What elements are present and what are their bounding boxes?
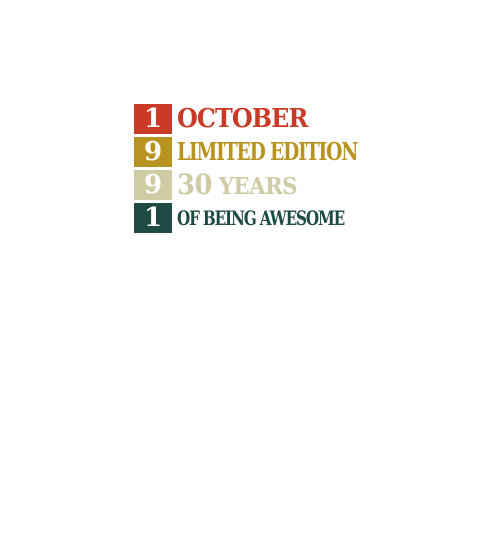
row-october: 1 OCTOBER [134,104,344,134]
limited-edition-text: LIMITED EDITION [177,137,358,166]
row-awesome: 1 OF BEING AWESOME [134,203,345,233]
years-number: 30 [177,168,212,201]
digit-box-2: 9 [134,137,172,167]
month-text: OCTOBER [177,104,308,134]
row-years: 9 30 YEARS [134,170,344,200]
years-text: 30 YEARS [177,168,298,201]
vintage-birthday-design: 1 OCTOBER 9 LIMITED EDITION 9 30 YEARS 1… [134,104,358,236]
awesome-text: OF BEING AWESOME [177,206,345,230]
row-limited-edition: 9 LIMITED EDITION [134,137,358,167]
digit-box-4: 1 [134,203,172,233]
digit-box-3: 9 [134,170,172,200]
digit-box-1: 1 [134,104,172,134]
years-label: YEARS [211,173,298,200]
